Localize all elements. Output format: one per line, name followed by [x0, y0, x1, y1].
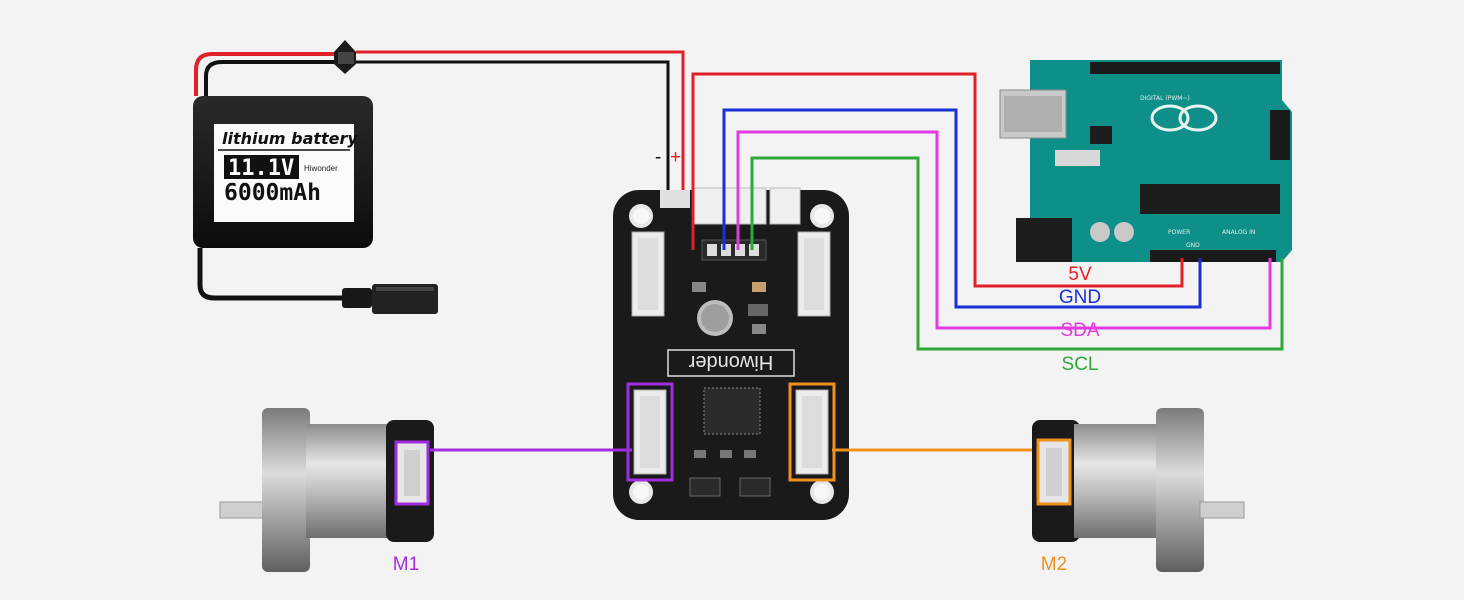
motor-label-m2: M2	[1041, 554, 1067, 575]
dc-barrel-jack	[342, 288, 372, 308]
motor2-shaft	[1199, 501, 1245, 519]
motor2-connector-highlight	[788, 382, 836, 482]
battery: lithium battery 11.1V Hiwonder 6000mAh	[193, 40, 685, 314]
motor-labels: M1 M2	[393, 554, 1067, 575]
atmega-chip	[1140, 184, 1280, 214]
arduino-silk-analog: ANALOG IN	[1222, 229, 1255, 236]
motor-driver-board: Hiwonder	[613, 187, 849, 520]
wire-5v	[691, 72, 1184, 288]
wire-gnd	[722, 108, 1202, 309]
arduino-silk-digital: DIGITAL (PWM~)	[1140, 95, 1190, 102]
battery-title: lithium battery	[222, 129, 358, 148]
battery-voltage: 11.1V	[228, 156, 294, 181]
terminal-plus-label: +	[670, 147, 681, 168]
mcu-chip	[703, 387, 761, 435]
board-brand: Hiwonder	[688, 351, 773, 373]
battery-capacity: 6000mAh	[224, 180, 321, 206]
motor1-shaft	[219, 501, 265, 519]
wire-label-sda: SDA	[1060, 320, 1099, 341]
supply-black-wire	[356, 60, 670, 190]
motor-2	[832, 408, 1245, 572]
terminal-minus-label: -	[655, 147, 661, 168]
motor-label-m1: M1	[393, 554, 419, 575]
wire-label-5v: 5V	[1068, 264, 1092, 285]
arduino-silk-gnd: GND	[1186, 242, 1200, 249]
supply-red-wire	[356, 50, 685, 190]
motor1-body	[306, 424, 390, 538]
signal-wires	[691, 72, 1284, 351]
battery-dc-cable	[197, 248, 342, 301]
wire-sda	[736, 130, 1272, 330]
motor-1	[219, 408, 632, 572]
motor2-gearbox	[1156, 408, 1204, 572]
battery-red-wire	[194, 52, 335, 96]
wire-label-scl: SCL	[1062, 354, 1099, 375]
wire-scl	[750, 156, 1284, 351]
battery-black-wire	[204, 60, 335, 96]
battery-brand: Hiwonder	[304, 164, 338, 173]
arduino-silk-power: POWER	[1168, 229, 1190, 236]
motor2-body	[1074, 424, 1160, 538]
wire-label-gnd: GND	[1059, 287, 1101, 308]
arduino-uno: DIGITAL (PWM~) POWER ANALOG IN GND	[999, 60, 1292, 262]
power-terminal	[660, 190, 690, 208]
motor1-gearbox	[262, 408, 310, 572]
arduino-power-jack	[1016, 218, 1072, 262]
motor1-connector-highlight	[626, 382, 674, 482]
